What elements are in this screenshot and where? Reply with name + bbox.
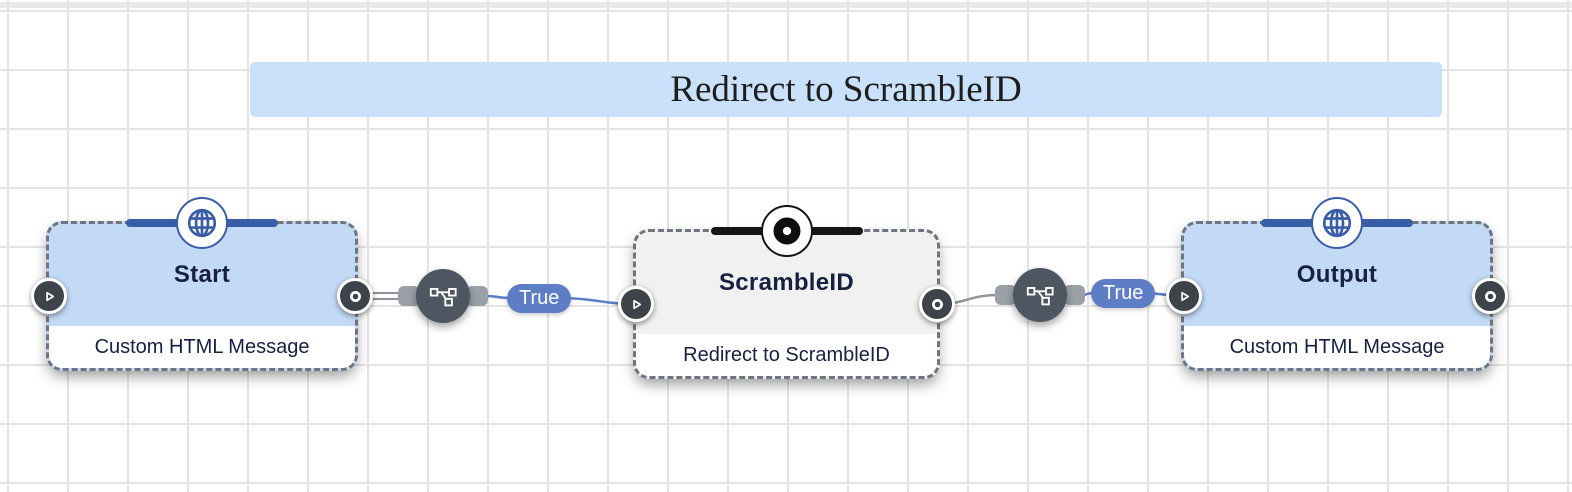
- play-icon: [45, 291, 54, 301]
- node-output[interactable]: Output Custom HTML Message: [1166, 197, 1508, 371]
- input-port[interactable]: [31, 278, 67, 314]
- node-subtitle: Redirect to ScrambleID: [636, 334, 937, 376]
- node-title: ScrambleID: [718, 269, 855, 296]
- splitter-input-stub: [398, 286, 420, 306]
- ring-icon: [349, 290, 361, 302]
- branch-icon[interactable]: [416, 269, 470, 323]
- node-subtitle-label: Custom HTML Message: [94, 335, 310, 358]
- globe-icon: [176, 197, 228, 249]
- node-subtitle-label: Custom HTML Message: [1229, 335, 1445, 358]
- splitter-input-stub: [995, 285, 1017, 305]
- edge-splitter1-to-label[interactable]: [484, 294, 511, 300]
- condition-splitter-2[interactable]: [995, 268, 1085, 322]
- input-port[interactable]: [618, 286, 654, 322]
- banner-title: Redirect to ScrambleID: [670, 69, 1022, 110]
- record-icon: [760, 205, 813, 257]
- node-subtitle: Custom HTML Message: [1184, 326, 1490, 368]
- node-start[interactable]: Start Custom HTML Message: [31, 197, 373, 371]
- canvas-top-edge: [0, 2, 1572, 8]
- splitter-output-stub: [466, 286, 488, 306]
- play-icon: [1180, 291, 1189, 301]
- group-banner[interactable]: Redirect to ScrambleID: [250, 62, 1442, 117]
- output-port[interactable]: [919, 286, 955, 322]
- globe-icon: [1311, 197, 1363, 249]
- node-title: Start: [173, 261, 231, 288]
- node-title: Output: [1296, 261, 1378, 288]
- output-port[interactable]: [337, 278, 373, 314]
- play-icon: [632, 299, 641, 309]
- branch-icon[interactable]: [1013, 268, 1067, 322]
- node-scrambleid[interactable]: ScrambleID Redirect to ScrambleID: [618, 205, 955, 379]
- splitter-output-stub: [1063, 285, 1085, 305]
- edge-label-true-2[interactable]: True: [1091, 279, 1156, 308]
- input-port[interactable]: [1166, 278, 1202, 314]
- ring-icon: [1484, 290, 1496, 302]
- condition-splitter-1[interactable]: [398, 269, 488, 323]
- edge-label-true-1[interactable]: True: [507, 284, 572, 313]
- ring-icon: [931, 298, 943, 310]
- node-subtitle: Custom HTML Message: [49, 326, 355, 368]
- output-port[interactable]: [1472, 278, 1508, 314]
- node-subtitle-label: Redirect to ScrambleID: [683, 343, 890, 366]
